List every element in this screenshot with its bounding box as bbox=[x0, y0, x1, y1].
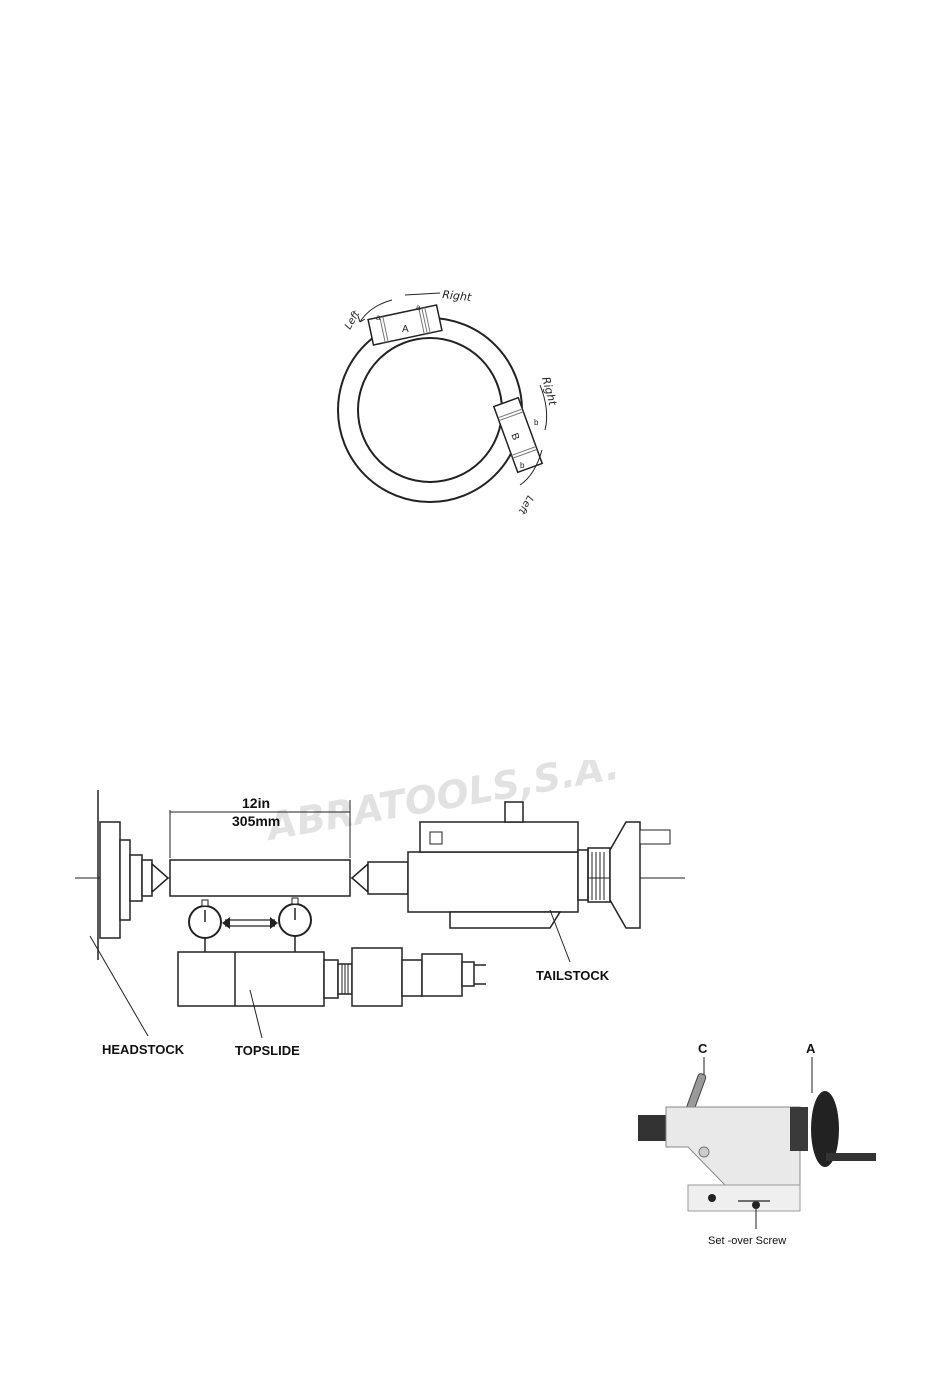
tailstock-photo: C A Set -over Screw bbox=[630, 1035, 880, 1250]
topslide bbox=[178, 948, 486, 1006]
tailstock-casting bbox=[666, 1107, 800, 1185]
tailstock-base bbox=[688, 1185, 800, 1211]
topslide-label: TOPSLIDE bbox=[235, 1043, 300, 1058]
shim-a-label: A bbox=[402, 324, 409, 335]
inner-ring bbox=[358, 338, 502, 482]
dimension-inches: 12in bbox=[242, 795, 270, 811]
label-c: C bbox=[698, 1041, 708, 1056]
right-arrow-top bbox=[405, 293, 440, 295]
lathe-alignment-diagram: ABRATOOLS,S.A. 12in 305mm bbox=[70, 760, 690, 1070]
ring-shim-diagram: A a a Left Right B b b Right Left bbox=[320, 270, 580, 520]
tailstock-quill bbox=[638, 1115, 668, 1141]
handwheel-handle bbox=[826, 1153, 876, 1161]
label-a: A bbox=[806, 1041, 816, 1056]
double-arrow bbox=[222, 917, 278, 929]
shim-a-small-right: a bbox=[416, 303, 421, 312]
shim-b-small-top: b bbox=[534, 418, 539, 427]
tailstock-centre bbox=[352, 864, 368, 892]
right-label-top: Right bbox=[442, 288, 473, 304]
shim-b-small-bottom: b bbox=[520, 461, 525, 470]
headstock-faceplate bbox=[98, 790, 168, 960]
dimension-mm: 305mm bbox=[232, 813, 280, 829]
headstock-leader bbox=[90, 936, 148, 1036]
test-bar bbox=[170, 860, 350, 896]
headstock-label: HEADSTOCK bbox=[102, 1042, 185, 1057]
dial-indicator-right bbox=[279, 898, 311, 952]
tailstock-leader bbox=[550, 910, 570, 962]
dial-indicator-left bbox=[189, 900, 221, 952]
shim-a-small-left: a bbox=[376, 313, 381, 322]
tailstock-label: TAILSTOCK bbox=[536, 968, 610, 983]
tailstock-body bbox=[408, 802, 670, 928]
setover-screw-label: Set -over Screw bbox=[708, 1235, 786, 1247]
left-label-side: Left bbox=[515, 494, 535, 517]
